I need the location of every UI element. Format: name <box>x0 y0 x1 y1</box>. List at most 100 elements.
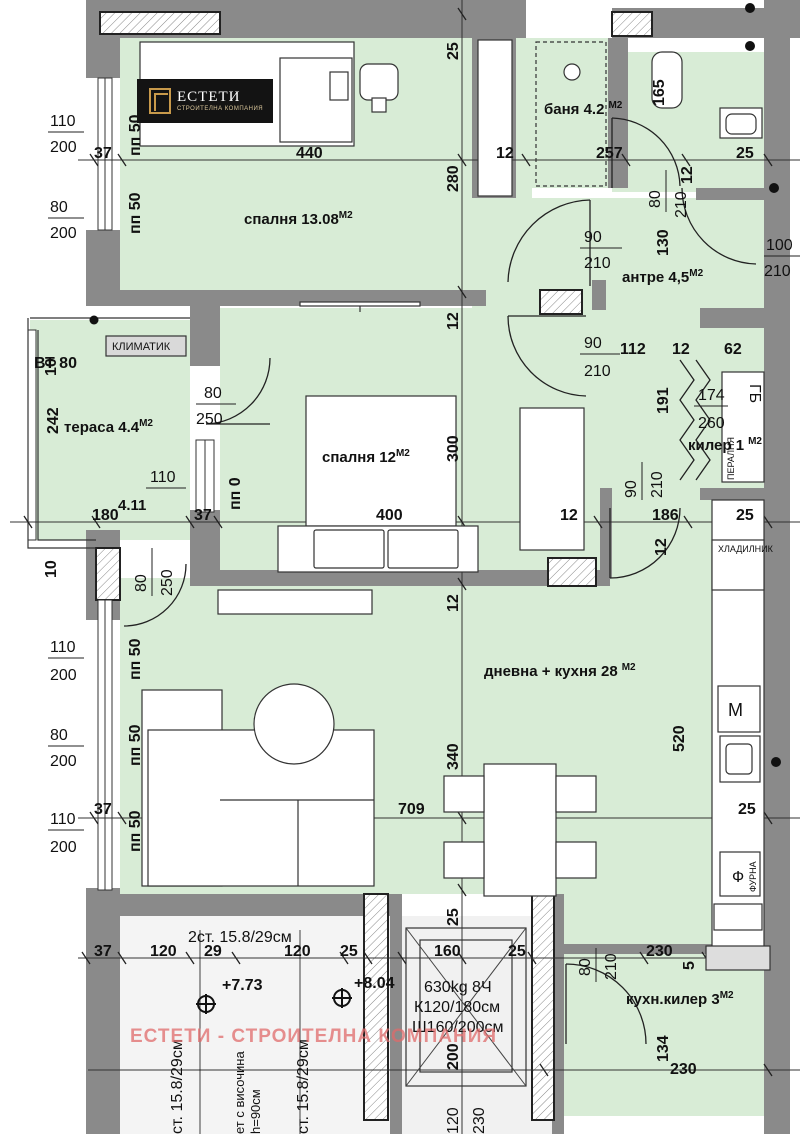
svg-text:160: 160 <box>434 943 461 960</box>
svg-text:10: 10 <box>43 358 60 376</box>
svg-text:130: 130 <box>655 229 672 256</box>
svg-text:25: 25 <box>445 908 462 926</box>
lift-label-1: 630kg 8Ч <box>424 979 492 996</box>
svg-text:80: 80 <box>50 727 68 744</box>
svg-text:242: 242 <box>45 407 62 434</box>
svg-text:210: 210 <box>584 255 611 272</box>
svg-text:200: 200 <box>50 225 77 242</box>
axis-ticks <box>23 7 773 1077</box>
svg-text:25: 25 <box>738 801 756 818</box>
svg-text:230: 230 <box>646 943 673 960</box>
ac-label: КЛИМАТИК <box>112 341 171 353</box>
svg-text:165: 165 <box>651 79 668 106</box>
svg-text:90: 90 <box>584 229 602 246</box>
logo-title: ЕСТЕТИ <box>177 89 241 105</box>
sill-label-2: пп 50 <box>127 192 144 234</box>
svg-text:12: 12 <box>679 166 696 184</box>
svg-text:134: 134 <box>655 1035 672 1062</box>
railing-label-1: ет с височина <box>232 1051 247 1134</box>
svg-text:25: 25 <box>736 145 754 162</box>
svg-text:709: 709 <box>398 801 425 818</box>
svg-text:110: 110 <box>50 811 76 828</box>
svg-text:112: 112 <box>620 341 646 358</box>
svg-text:200: 200 <box>50 753 77 770</box>
svg-text:12: 12 <box>653 538 670 556</box>
f-symbol: Ф <box>732 869 744 886</box>
oven-label: ФУРНА <box>748 861 758 892</box>
svg-text:80: 80 <box>133 574 150 592</box>
svg-text:25: 25 <box>445 42 462 60</box>
level-label-2: +8.04 <box>354 975 395 992</box>
columns <box>95 11 653 1121</box>
axis-markers <box>89 3 781 767</box>
svg-text:29: 29 <box>204 943 222 960</box>
svg-text:90: 90 <box>623 480 640 498</box>
svg-text:5: 5 <box>681 961 698 970</box>
terrace-area-label: 4.11 <box>118 497 146 514</box>
lift-cross <box>405 927 527 1087</box>
sill-label-6: пп 50 <box>127 810 144 852</box>
svg-text:210: 210 <box>584 363 611 380</box>
svg-text:200: 200 <box>50 839 77 856</box>
fixture-labels: КЛИМАТИК ХЛАДИЛНИК М Ф ФУРНА ПЕРАЛНЯ ГБ … <box>34 114 774 1134</box>
svg-text:90: 90 <box>584 335 602 352</box>
svg-text:440: 440 <box>296 145 323 162</box>
svg-text:200: 200 <box>445 1043 462 1070</box>
svg-text:400: 400 <box>376 507 403 524</box>
svg-text:210: 210 <box>603 953 620 980</box>
m-symbol: М <box>728 700 743 720</box>
railing-label-2: h=90см <box>248 1089 263 1134</box>
svg-text:210: 210 <box>764 263 791 280</box>
company-logo: ЕСТЕТИ СТРОИТЕЛНА КОМПАНИЯ <box>137 79 273 123</box>
svg-text:230: 230 <box>670 1061 697 1078</box>
svg-text:37: 37 <box>94 943 112 960</box>
svg-text:110: 110 <box>50 113 76 130</box>
fridge-label: ХЛАДИЛНИК <box>718 544 774 554</box>
stairs-side-label-2: ст. 15.8/29см <box>295 1039 312 1134</box>
svg-text:174: 174 <box>698 387 725 404</box>
doors <box>123 117 757 1045</box>
svg-text:520: 520 <box>671 725 688 752</box>
windows <box>27 77 215 891</box>
bt-label: ВТ 80 <box>34 355 77 372</box>
svg-text:62: 62 <box>724 341 742 358</box>
svg-text:110: 110 <box>50 639 76 656</box>
svg-text:340: 340 <box>445 743 462 770</box>
svg-text:12: 12 <box>445 594 462 612</box>
stairs-side-label-1: ст. 15.8/29см <box>169 1039 186 1134</box>
svg-text:120: 120 <box>445 1107 462 1134</box>
sill-label-5: пп 50 <box>127 724 144 766</box>
svg-text:12: 12 <box>445 312 462 330</box>
svg-text:191: 191 <box>655 387 672 414</box>
logo-mark-icon <box>149 88 171 114</box>
gb-label: ГБ <box>746 384 763 403</box>
terrace-outline <box>27 317 190 549</box>
svg-text:25: 25 <box>508 943 526 960</box>
svg-text:25: 25 <box>736 507 754 524</box>
svg-text:37: 37 <box>94 801 112 818</box>
washer-label: ПЕРАЛНЯ <box>726 437 736 480</box>
svg-text:12: 12 <box>496 145 514 162</box>
sill-label-4: пп 50 <box>127 638 144 680</box>
svg-text:280: 280 <box>445 165 462 192</box>
room-hall-label: антре 4,5М2 <box>622 268 704 286</box>
svg-text:250: 250 <box>159 569 176 596</box>
lift-shaft <box>402 916 552 1134</box>
svg-text:80: 80 <box>204 385 222 402</box>
svg-text:37: 37 <box>94 145 112 162</box>
svg-text:12: 12 <box>560 507 578 524</box>
svg-text:300: 300 <box>445 435 462 462</box>
svg-text:120: 120 <box>150 943 177 960</box>
svg-text:12: 12 <box>672 341 690 358</box>
svg-text:80: 80 <box>647 190 664 208</box>
logo-subtitle: СТРОИТЕЛНА КОМПАНИЯ <box>177 106 264 112</box>
room-bedroom2-label: спалня 12М2 <box>322 448 410 466</box>
svg-text:200: 200 <box>50 139 77 156</box>
level-label-1: +7.73 <box>222 977 263 994</box>
svg-text:25: 25 <box>340 943 358 960</box>
room-terrace-label: тераса 4.4М2 <box>64 418 153 436</box>
dimensions: 110 200 80 200 110 200 80 200 110 200 37… <box>43 42 800 1134</box>
